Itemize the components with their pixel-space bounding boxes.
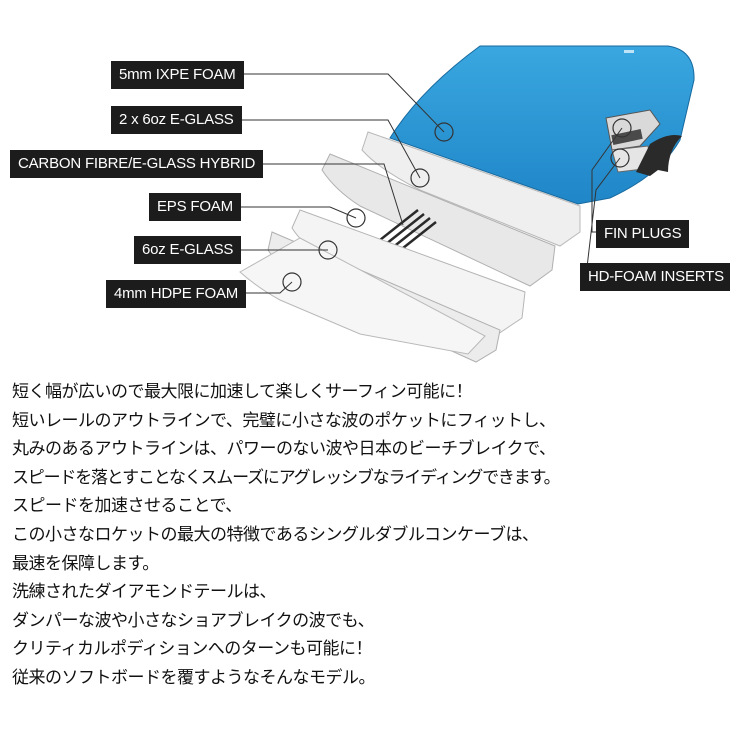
description-line: ダンパーな波や小さなショアブレイクの波でも、 xyxy=(12,610,375,631)
label-carbon-hybrid: CARBON FIBRE/E-GLASS HYBRID xyxy=(10,150,264,178)
layer-2x-eglass xyxy=(361,131,581,247)
description-line: スピードを落とすことなくスムーズにアグレッシブなライディングできます。 xyxy=(12,467,561,488)
label-ixpe-foam: 5mm IXPE FOAM xyxy=(111,61,244,89)
leader-lines xyxy=(230,73,623,294)
description-line: 短いレールのアウトラインで、完璧に小さな波のポケットにフィットし、 xyxy=(12,410,556,431)
label-hd-foam-inserts: HD-FOAM INSERTS xyxy=(580,263,730,291)
description-line: 従来のソフトボードを覆すようなそんなモデル。 xyxy=(12,667,376,688)
description-text: 短く幅が広いので最大限に加速して楽しくサーフィン可能に！ 短いレールのアウトライ… xyxy=(12,378,728,693)
description-line: スピードを加速させることで、 xyxy=(12,496,242,517)
label-hdpe-foam: 4mm HDPE FOAM xyxy=(106,280,247,308)
label-fin-plugs: FIN PLUGS xyxy=(596,220,690,248)
label-eps-foam: EPS FOAM xyxy=(149,193,241,221)
board-layers-diagram xyxy=(230,45,695,363)
deck-logo-mark xyxy=(624,50,634,53)
description-line: クリティカルポディションへのターンも可能に！ xyxy=(12,639,372,660)
callout-circles xyxy=(282,118,632,292)
fin-icon xyxy=(636,135,682,176)
description-line: 洗練されたダイアモンドテールは、 xyxy=(12,582,277,603)
layer-carbon-hybrid xyxy=(321,153,556,287)
description-line: この小さなロケットの最大の特徴であるシングルダブルコンケーブは、 xyxy=(12,524,539,545)
label-6oz-eglass: 6oz E-GLASS xyxy=(134,236,242,264)
description-line: 丸みのあるアウトラインは、パワーのない波や日本のビーチブレイクで、 xyxy=(12,439,556,460)
label-2x-eglass: 2 x 6oz E-GLASS xyxy=(111,106,242,134)
layer-hdpe-foam xyxy=(239,237,486,355)
carbon-stripes xyxy=(379,209,437,253)
description-line: 最速を保障します。 xyxy=(12,553,159,574)
description-line: 短く幅が広いので最大限に加速して楽しくサーフィン可能に！ xyxy=(12,382,473,402)
